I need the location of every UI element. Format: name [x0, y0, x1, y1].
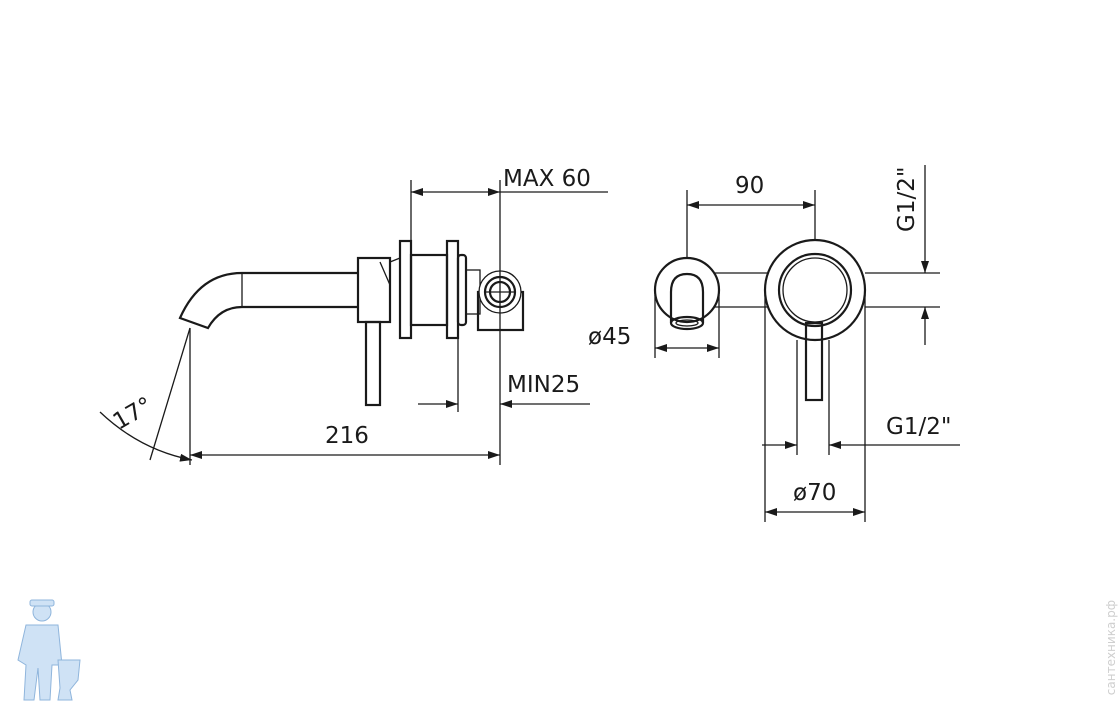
front-lever	[804, 321, 824, 402]
dim-216: 216	[325, 423, 369, 449]
dim-max-60: MAX 60	[503, 166, 591, 192]
dim-g12-vertical: G1/2"	[894, 167, 920, 232]
spout-rosette	[653, 256, 721, 324]
dim-g12-horizontal: G1/2"	[886, 414, 951, 440]
dim-d70: ø70	[793, 480, 836, 506]
plumber-logo	[17, 599, 81, 701]
dim-d45: ø45	[588, 324, 631, 350]
flange-back	[445, 239, 460, 340]
flange-front	[398, 239, 413, 340]
dim-min-25: MIN25	[507, 372, 580, 398]
watermark: сантехника.рф	[1104, 600, 1118, 696]
spout	[178, 271, 358, 330]
dim-17-deg: 17°	[109, 392, 157, 435]
front-view: 90 ø45 G1/2" G1/2" ø70	[588, 165, 960, 522]
dim-90: 90	[735, 173, 764, 199]
mixer-body	[356, 256, 392, 324]
side-view: MAX 60 MIN25 216 17°	[99, 166, 608, 465]
lever	[364, 320, 382, 407]
